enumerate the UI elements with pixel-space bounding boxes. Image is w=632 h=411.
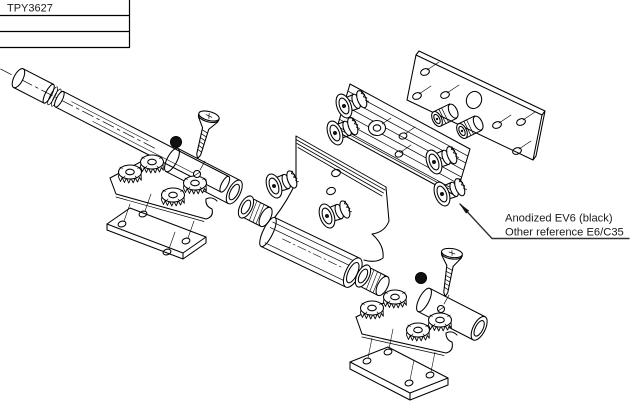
set-pin-upper — [192, 160, 206, 179]
knurled-bushing-upper — [234, 193, 277, 231]
leader-arrowhead — [459, 203, 470, 214]
flat-mounting-plate — [406, 50, 546, 161]
annotation-line1: Anodized EV6 (black) — [505, 213, 613, 225]
set-pin-lower — [436, 294, 450, 314]
title-block: TPY3627 — [0, 0, 131, 49]
upper-backing-plate-holes — [117, 193, 195, 256]
ribbed-clamp-plate — [323, 83, 471, 209]
part-number: TPY3627 — [7, 3, 53, 15]
lower-hinge-leaf — [355, 287, 488, 356]
upper-backing-plate — [106, 193, 207, 260]
annotation: Anodized EV6 (black) Other reference E6/… — [459, 203, 630, 240]
countersunk-screw-lower — [434, 246, 464, 299]
lower-backing-plate-holes — [362, 328, 436, 387]
annotation-line2: Other reference E6/C35 — [505, 227, 624, 239]
lower-backing-plate — [349, 328, 449, 401]
upper-hinge-leaf — [109, 147, 243, 222]
steel-ball-lower — [414, 271, 428, 285]
countersunk-screw-upper — [186, 108, 221, 162]
center-hinge-bracket — [259, 135, 390, 288]
steel-ball-upper — [169, 135, 183, 149]
mounting-plate-holes — [412, 61, 536, 155]
serrated-washers-lower — [359, 289, 453, 342]
socket-screws-bracket — [262, 165, 355, 231]
